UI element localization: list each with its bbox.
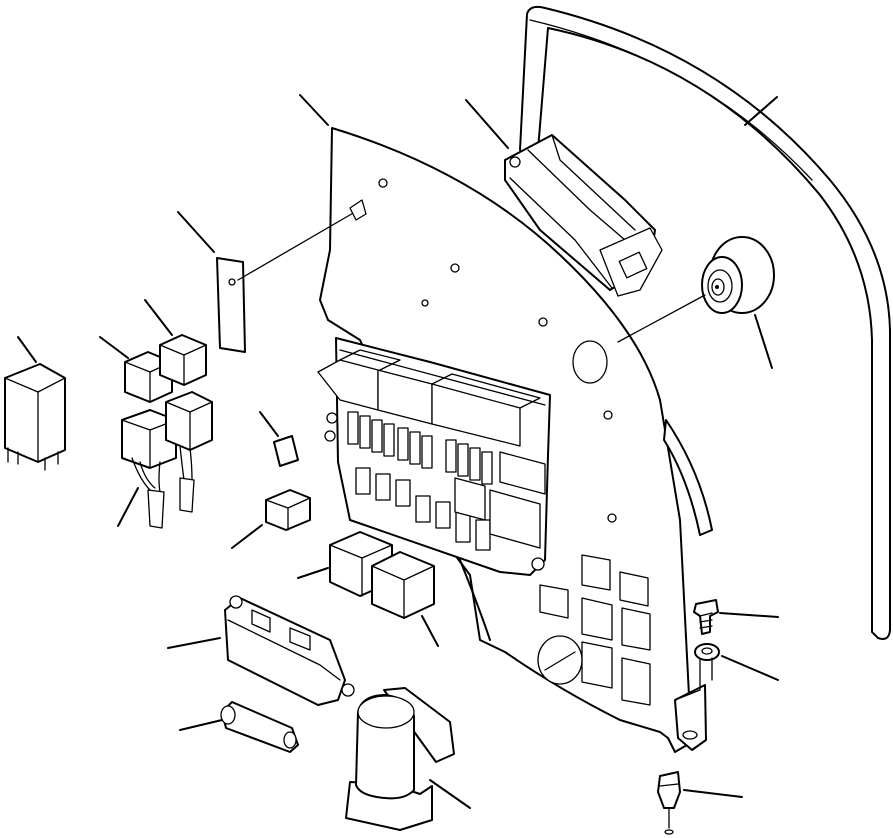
leader-line xyxy=(459,559,491,641)
panel-hole xyxy=(450,263,460,273)
leader-line xyxy=(683,789,743,798)
leader-line xyxy=(421,615,439,647)
leader-line xyxy=(259,411,279,437)
fuse-row xyxy=(347,411,493,485)
leader-line xyxy=(754,314,773,369)
terminal-block xyxy=(224,595,355,706)
leader-line xyxy=(744,96,778,126)
leader-line xyxy=(231,524,263,549)
diode-cylinder xyxy=(220,701,299,753)
leader-line xyxy=(99,336,129,359)
grommet xyxy=(657,771,681,835)
leader-line xyxy=(167,637,221,649)
relay-small xyxy=(159,334,207,386)
fuse xyxy=(273,435,299,467)
panel-hole xyxy=(538,317,548,327)
panel-hole xyxy=(603,410,613,420)
relay-medium xyxy=(371,551,435,619)
leader-line xyxy=(117,487,139,527)
washer xyxy=(694,643,720,661)
relay-fuse-box xyxy=(317,337,551,576)
panel-large-hole xyxy=(572,340,608,384)
bracket-plate xyxy=(216,199,367,353)
callout-leaders xyxy=(17,94,779,809)
leader-line xyxy=(719,612,779,618)
leader-line xyxy=(177,211,215,253)
buzzer xyxy=(701,236,775,314)
leader-line xyxy=(179,719,223,731)
panel-hole xyxy=(421,299,429,307)
bolt xyxy=(693,599,719,635)
leader-line xyxy=(17,336,37,363)
controller-unit xyxy=(504,134,663,297)
leader-line xyxy=(299,94,329,126)
solenoid-relay xyxy=(345,687,455,831)
leader-line xyxy=(429,779,471,809)
leader-line xyxy=(144,299,173,336)
panel-hole xyxy=(378,178,388,188)
relay-large xyxy=(4,363,66,471)
relay-socket xyxy=(121,391,213,469)
leader-line xyxy=(721,655,779,681)
leader-line xyxy=(297,567,329,579)
diode-unit xyxy=(265,489,311,531)
wire-harness xyxy=(131,445,195,529)
seal-strip xyxy=(519,5,891,640)
panel-hole xyxy=(607,513,617,523)
leader-line xyxy=(465,99,509,149)
